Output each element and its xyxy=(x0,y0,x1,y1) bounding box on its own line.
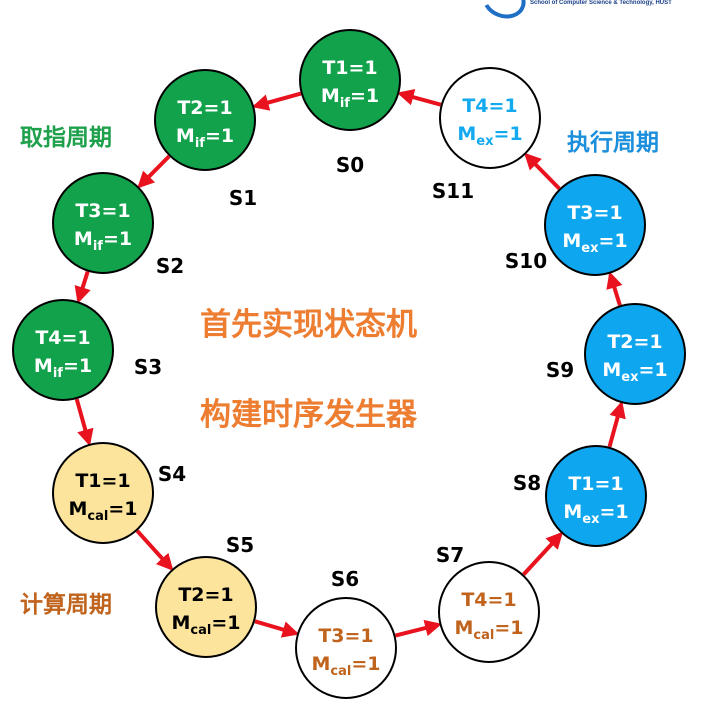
state-id-s0: S0 xyxy=(336,153,364,177)
state-timing-label: T2=1 xyxy=(178,584,233,606)
state-cycle-label: Mcal=1 xyxy=(172,612,241,638)
state-cycle-label: Mif=1 xyxy=(34,355,92,381)
state-circle xyxy=(52,442,154,544)
state-circle xyxy=(155,556,257,658)
state-circle xyxy=(438,561,540,663)
phase-label-execute: 执行周期 xyxy=(567,129,659,156)
phase-label-fetch: 取指周期 xyxy=(20,125,112,151)
state-timing-label: T1=1 xyxy=(322,57,377,79)
state-cycle-label: Mex=1 xyxy=(457,123,522,149)
state-circle xyxy=(154,69,256,171)
state-circle xyxy=(295,597,397,699)
arrow-s6-to-s7 xyxy=(394,619,442,638)
state-timing-label: T3=1 xyxy=(75,200,130,222)
state-id-s11: S11 xyxy=(432,179,474,203)
state-id-s6: S6 xyxy=(331,567,359,591)
arrow-s3-to-s4 xyxy=(74,398,94,447)
state-timing-label: T4=1 xyxy=(461,589,516,611)
state-timing-label: T4=1 xyxy=(462,95,517,117)
state-nodes: T1=1Mif=1T2=1Mif=1T3=1Mif=1T4=1Mif=1T1=1… xyxy=(12,29,686,699)
arrow-s11-to-s0 xyxy=(396,89,442,107)
phase-label-calc: 计算周期 xyxy=(20,591,112,618)
state-cycle-label: Mex=1 xyxy=(562,230,627,256)
state-cycle-label: Mif=1 xyxy=(74,228,132,254)
state-circle xyxy=(545,445,647,547)
state-circle xyxy=(299,29,401,131)
state-id-s7: S7 xyxy=(436,543,464,567)
state-id-s2: S2 xyxy=(156,254,184,278)
center-text-line1: 首先实现状态机 xyxy=(200,307,417,343)
state-cycle-label: Mex=1 xyxy=(602,359,667,385)
state-circle xyxy=(544,174,646,276)
state-id-s4: S4 xyxy=(158,462,186,486)
state-circle xyxy=(52,172,154,274)
state-circle xyxy=(12,299,114,401)
state-cycle-label: Mcal=1 xyxy=(69,498,138,524)
state-cycle-label: Mif=1 xyxy=(321,85,379,111)
state-cycle-label: Mex=1 xyxy=(563,501,628,527)
state-id-s10: S10 xyxy=(505,249,547,273)
state-cycle-label: Mif=1 xyxy=(176,125,234,151)
arrow-s4-to-s5 xyxy=(135,529,174,571)
arrow-s8-to-s9 xyxy=(607,400,626,448)
header-subtitle: School of Computer Science & Technology,… xyxy=(530,0,672,6)
state-timing-label: T4=1 xyxy=(35,327,90,349)
center-text-line2: 构建时序发生器 xyxy=(200,397,418,433)
arrow-s1-to-s2 xyxy=(137,154,171,189)
state-cycle-label: Mcal=1 xyxy=(455,617,524,643)
state-timing-label: T2=1 xyxy=(607,331,662,353)
arrow-s0-to-s1 xyxy=(251,91,302,111)
arrow-s5-to-s6 xyxy=(254,619,300,638)
state-circle xyxy=(584,303,686,405)
arrow-s9-to-s10 xyxy=(606,271,623,306)
arrow-s2-to-s3 xyxy=(74,271,91,304)
state-circle xyxy=(439,67,541,169)
state-timing-label: T1=1 xyxy=(568,473,623,495)
state-id-s5: S5 xyxy=(226,533,254,557)
state-id-s1: S1 xyxy=(229,186,257,210)
transition-arrows xyxy=(74,89,626,638)
state-timing-label: T1=1 xyxy=(75,470,130,492)
state-id-s3: S3 xyxy=(134,355,162,379)
state-id-s8: S8 xyxy=(513,471,541,495)
state-cycle-label: Mcal=1 xyxy=(312,653,381,679)
state-timing-label: T3=1 xyxy=(567,202,622,224)
state-timing-label: T2=1 xyxy=(177,97,232,119)
arrow-s10-to-s11 xyxy=(524,152,561,190)
state-id-s9: S9 xyxy=(546,358,574,382)
arrow-s7-to-s8 xyxy=(522,531,564,576)
state-timing-label: T3=1 xyxy=(318,625,373,647)
